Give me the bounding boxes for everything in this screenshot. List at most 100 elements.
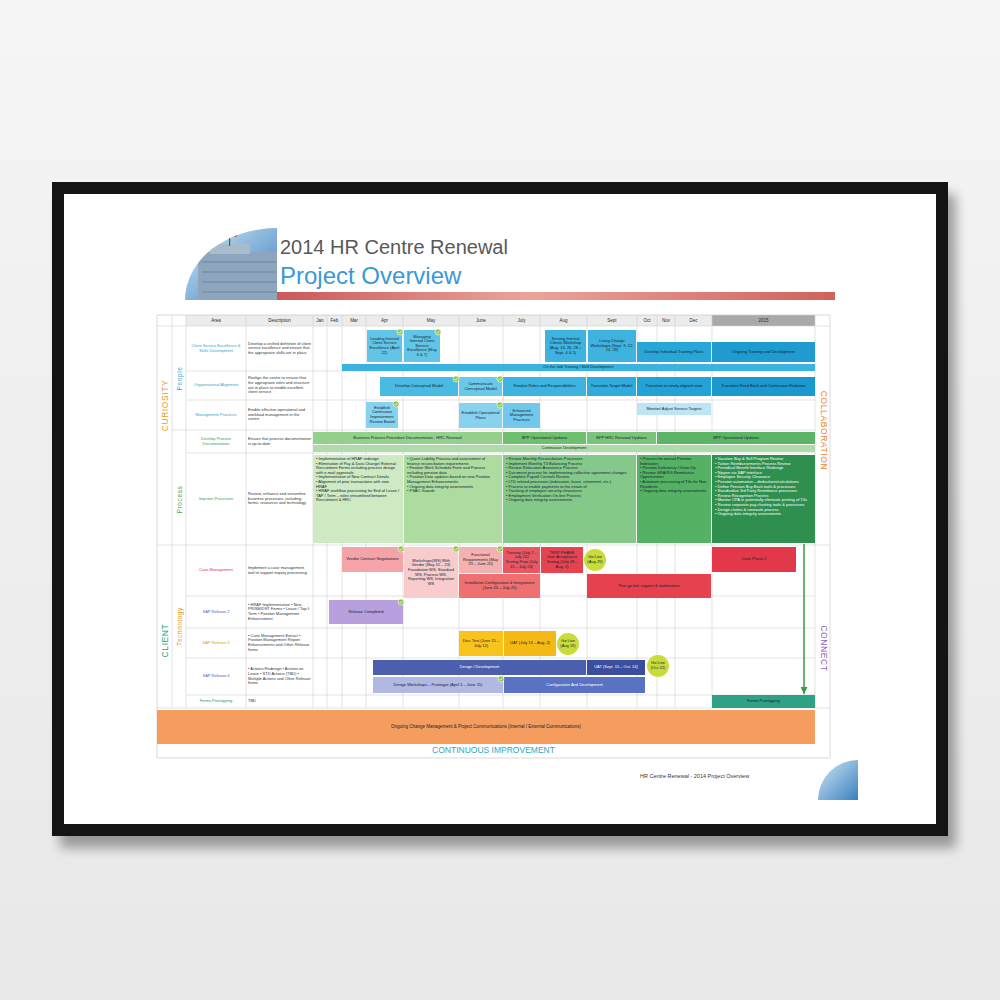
task-bar: Release Completed	[329, 600, 403, 624]
area-description: Enable effective operational and workloa…	[248, 408, 311, 422]
label-cell: CLIENT	[158, 585, 171, 695]
table-border	[157, 315, 830, 758]
column-header: Nov	[657, 318, 675, 323]
node-text: Managing Internal Client Service Excelle…	[406, 335, 438, 358]
area-description: Implement a case management tool to supp…	[248, 566, 311, 575]
column-header: 2015	[712, 318, 815, 323]
node-text: Finalize Roles and Responsibilities	[505, 384, 584, 389]
check-tick	[400, 601, 403, 603]
node-text: • Quote Liability Process and assessment…	[407, 457, 499, 466]
check-circle	[497, 376, 503, 382]
label-cell: Mar	[342, 315, 366, 326]
label-cell: Develop a unified definition of client s…	[248, 326, 311, 371]
task-bar: Configuration And Development	[504, 677, 645, 693]
node-text: • Ongoing data integrity assessments	[715, 512, 812, 517]
milestone-box: Establish Continuous Improvement Review …	[366, 402, 398, 428]
area-name: SAP Release 4	[187, 674, 245, 679]
label-cell: Improve Processes	[187, 453, 245, 545]
area-name: Forms Prototyping	[187, 699, 245, 704]
area-name: Management Practices	[187, 413, 245, 418]
label-cell: Nov	[657, 315, 675, 326]
header-ground	[186, 315, 815, 326]
column-header: May	[403, 318, 459, 323]
task-bar: Develop Conceptual Model	[380, 377, 458, 396]
node-text: Serving Internal Clients Workshop (Aug. …	[547, 337, 584, 355]
check-circle	[453, 546, 459, 552]
node-text: Living Change Workshops (Sept. 9, 12, 14…	[590, 339, 634, 353]
area-description: Ensure that process documentation is up-…	[248, 437, 311, 446]
task-bar: Enhanced Management Practices	[503, 403, 540, 428]
check-circle	[393, 401, 399, 407]
check-tick	[437, 331, 440, 333]
check-tick	[499, 404, 502, 406]
task-bar: Post go-live support & stabilization	[587, 574, 711, 598]
check-mark	[397, 329, 403, 335]
label-cell: SAP Release 2	[187, 596, 245, 628]
column-header: Oct	[637, 318, 657, 323]
check-circle	[497, 546, 503, 552]
node-text: • Ongoing data integrity assessments	[506, 498, 633, 503]
go-live-circle: Go Live (Aug 19)	[557, 633, 579, 655]
node-text: Design Workshops – Prototype (April 1 – …	[375, 683, 501, 688]
task-bar: Design / Development	[373, 660, 586, 675]
node-text: BPP Operational Updates	[505, 436, 584, 441]
task-bar: Functional Requirements (May 23 – June 2…	[459, 547, 502, 573]
node-text: • Ongoing data integrity assessments	[640, 489, 708, 494]
picture-frame	[52, 182, 948, 836]
node-text: Vendor Contract Negotiations	[344, 557, 401, 562]
milestone-box: Managing Internal Client Service Excelle…	[404, 330, 440, 362]
label-cell: Forms Prototyping	[187, 695, 245, 708]
check-mark	[497, 402, 503, 408]
check-mark	[398, 599, 404, 605]
label-cell: Description	[246, 315, 313, 326]
process-list: • Implementation of HRAF redesign• Elimi…	[313, 455, 403, 543]
task-bar: Monitor/ Adjust Service Targets	[637, 403, 711, 415]
check-tick	[455, 548, 458, 550]
label-cell: 2015	[712, 315, 815, 326]
check-mark	[453, 546, 459, 552]
label-cell: HR Centre Renewal - 2014 Project Overvie…	[640, 773, 749, 779]
task-bar: Forms Prototyping	[712, 695, 815, 708]
column-header: Mar	[342, 318, 366, 323]
column-header: July	[503, 318, 540, 323]
check-mark	[393, 401, 399, 407]
label-cell: Technology	[173, 551, 186, 701]
flagpole	[229, 232, 230, 246]
go-live-circle: Go Live (Aug 29)	[584, 549, 606, 571]
check-circle	[435, 329, 441, 335]
label-cell: Enable effective operational and workloa…	[248, 400, 311, 430]
building-windows	[202, 262, 277, 292]
node-text: • Alignment of prior transactions with n…	[316, 480, 400, 489]
node-text: Dev. Test (June 15 – July 12)	[461, 639, 501, 648]
label-cell: Management Practices	[187, 400, 245, 430]
check-tick	[500, 678, 503, 680]
documentation-bar: BPP Operational Updates	[503, 432, 586, 444]
task-bar: Communicate Conceptual Model	[459, 377, 502, 396]
node-text: Establish Operational Plans	[461, 411, 500, 420]
label-cell: Organizational Alignment	[187, 371, 245, 400]
node-text: Develop Individual Training Plans	[639, 350, 709, 355]
label-cell: June	[459, 315, 503, 326]
task-bar: Vendor Contract Negotiations	[342, 547, 403, 572]
label-cell: Feb	[327, 315, 342, 326]
node-text: Functional Requirements (May 23 – June 2…	[461, 553, 500, 567]
check-circle	[453, 376, 459, 382]
node-text: Transition to newly aligned state	[639, 384, 709, 389]
label-cell: Project Overview	[280, 262, 461, 290]
table-grid	[157, 315, 830, 708]
process-list: • Review Monthly Reconciliation Processe…	[503, 455, 636, 543]
theme-word: CLIENT	[160, 623, 170, 657]
label-cell: Jan	[313, 315, 327, 326]
label-cell: CONNECT	[816, 593, 829, 703]
group-name: Process	[175, 485, 182, 513]
label-cell: July	[503, 315, 540, 326]
node-text: Configuration And Development	[506, 683, 643, 688]
label-cell: Review, enhance and streamline business …	[248, 453, 311, 545]
task-bar: Finalize Roles and Responsibilities	[503, 377, 586, 396]
header-ground	[712, 315, 815, 326]
documentation-bar: BPP HRC Renewal Updates	[587, 432, 656, 444]
check-mark	[498, 676, 504, 682]
label-cell: • Actions Redesign • Actions on Leave • …	[248, 658, 311, 695]
node-text: Continuous Development	[315, 446, 813, 451]
node-text: Workshops(WS) With Vendor (May 15 – 23)	[406, 559, 456, 568]
